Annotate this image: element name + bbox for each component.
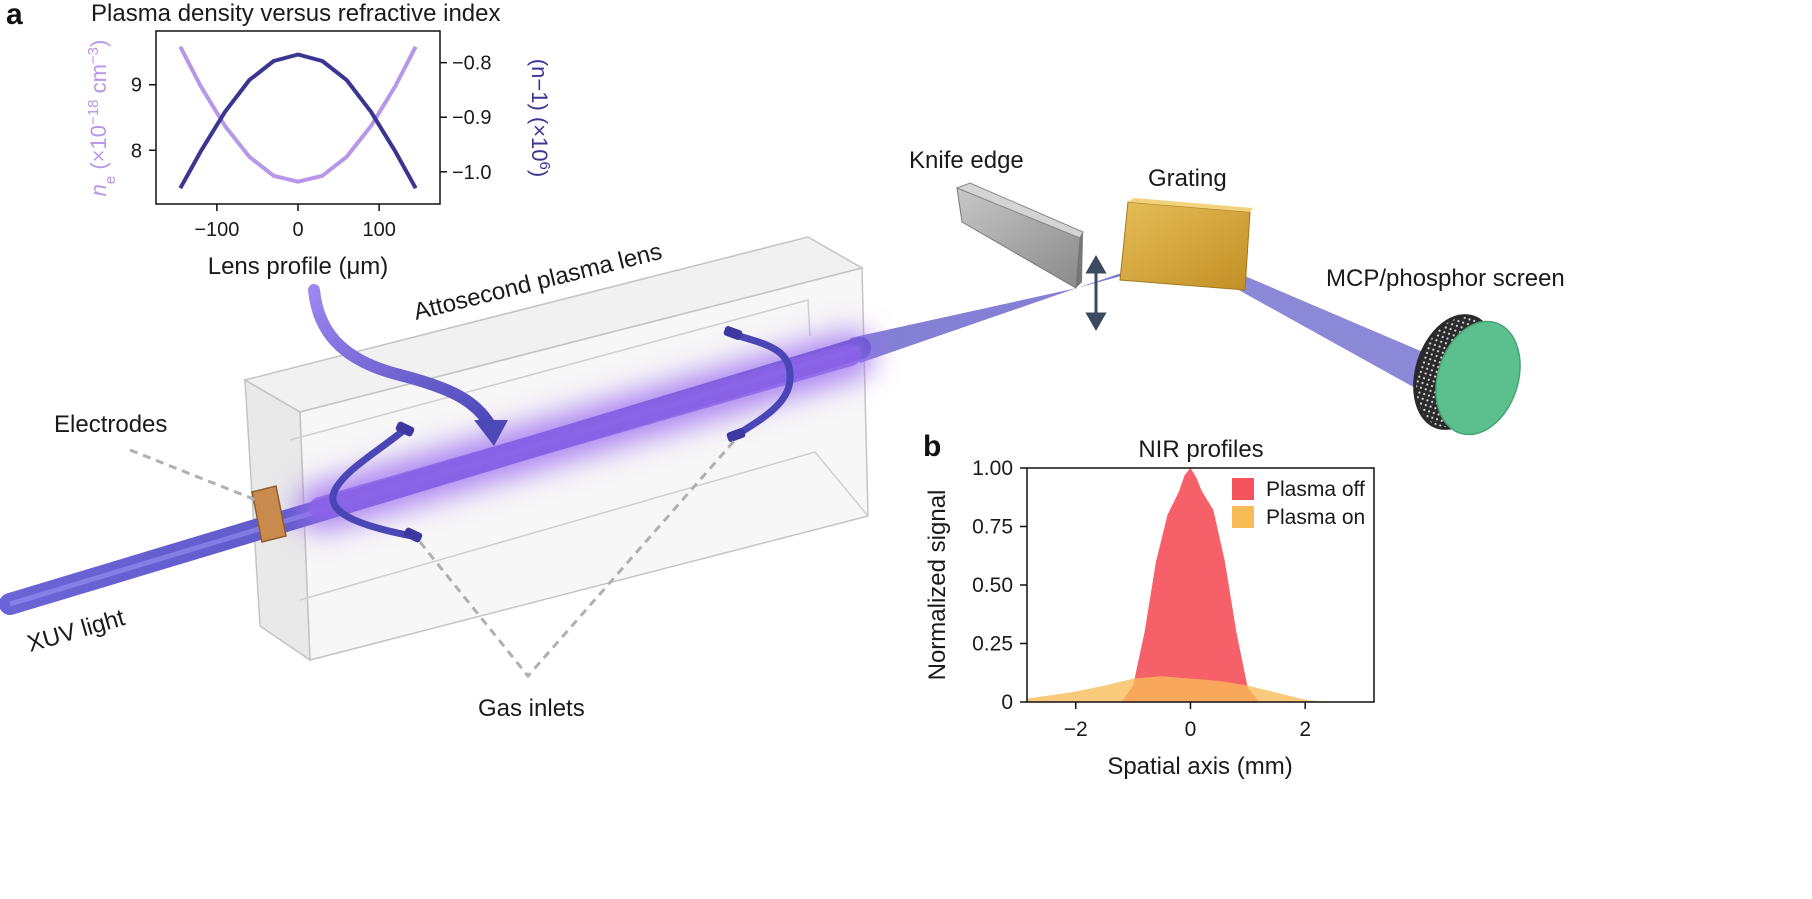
nir-ytick-label: 0.50: [972, 574, 1013, 597]
inset-xtick-label: 100: [362, 219, 395, 241]
inset-chart: Plasma density versus refractive index −…: [85, 0, 554, 280]
nir-xtick-label: 2: [1299, 718, 1311, 741]
mcp-phosphor-screen: [1413, 314, 1521, 436]
gas-inlet-tubes: [329, 330, 794, 540]
inset-yleft-tick-label: 9: [131, 75, 142, 97]
inset-series-refractive-index-line: [178, 52, 418, 190]
label-knife-edge: Knife edge: [909, 147, 1024, 174]
knife-translation-arrow: [1085, 254, 1107, 332]
legend-label: Plasma on: [1266, 506, 1365, 529]
knife-edge: [955, 182, 1084, 289]
nir-ytick-label: 0.25: [972, 633, 1013, 656]
nir-xtick-label: 0: [1185, 718, 1197, 741]
nir-series-plasma-off-area: [1121, 468, 1260, 702]
inset-series-density-line: [178, 45, 418, 184]
legend-swatch: [1232, 478, 1254, 500]
inset-pointer-arrow: [308, 284, 508, 446]
inset-ylabel-left: ne (×10−18 cm−3): [85, 40, 119, 197]
nir-ytick-label: 0: [1001, 691, 1013, 714]
nir-ylabel: Normalized signal: [924, 490, 951, 681]
panel-b-letter: b: [923, 430, 941, 463]
inset-yleft-tick-label: 8: [131, 140, 142, 162]
inset-yright-tick-label: −1.0: [452, 162, 491, 184]
inset-xlabel: Lens profile (μm): [208, 253, 389, 280]
nir-ytick-label: 0.75: [972, 516, 1013, 539]
nir-xlabel: Spatial axis (mm): [1107, 753, 1292, 780]
nir-series-plasma-on-area: [1027, 676, 1329, 702]
nir-profiles-chart: NIR profiles −2 0 2 0 0.25 0.50 0.75 1.00Plasma…: [924, 436, 1375, 780]
nir-title: NIR profiles: [1138, 436, 1263, 463]
inset-plot-frame: [155, 30, 441, 205]
plasma-glow: [296, 331, 874, 532]
inset-xtick-label: 0: [292, 219, 303, 241]
legend-swatch: [1232, 506, 1254, 528]
nir-ytick-label: 1.00: [972, 457, 1013, 480]
label-electrodes: Electrodes: [54, 411, 167, 438]
label-xuv-light: XUV light: [24, 604, 128, 658]
inset-yright-tick-label: −0.8: [452, 53, 491, 75]
label-grating: Grating: [1148, 165, 1227, 192]
leader-lines: [129, 439, 737, 679]
inset-yright-tick-label: −0.9: [452, 107, 491, 129]
label-mcp-screen: MCP/phosphor screen: [1326, 265, 1565, 292]
legend-label: Plasma off: [1266, 478, 1365, 501]
grating: [1119, 198, 1253, 291]
inset-title: Plasma density versus refractive index: [91, 0, 501, 27]
nir-xtick-label: −2: [1064, 718, 1088, 741]
panel-a-letter: a: [6, 0, 23, 31]
label-gas-inlets: Gas inlets: [478, 695, 585, 722]
electrode: [251, 485, 287, 543]
nir-plot-frame: [1026, 467, 1375, 703]
inset-ylabel-right: (n−1) (×106): [527, 59, 554, 177]
inset-xtick-label: −100: [194, 219, 239, 241]
